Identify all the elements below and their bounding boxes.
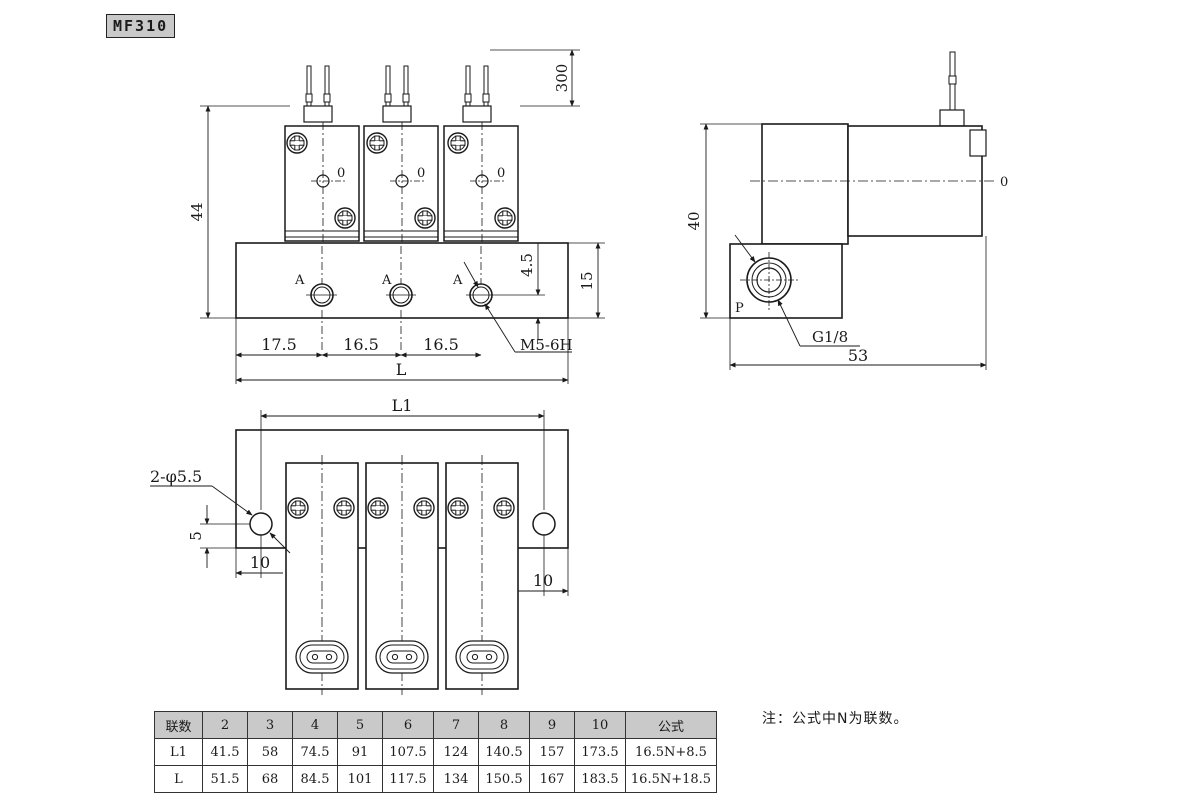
dim-pitch-3: 16.5 (423, 335, 459, 354)
table-cell: L (154, 765, 203, 793)
formula-note: 注：公式中N为联数。 (762, 711, 909, 727)
table-header-cell: 10 (574, 711, 626, 739)
table-header-row: 联数 2 3 4 5 6 7 8 9 10 公式 (154, 711, 717, 739)
table-cell: 173.5 (574, 738, 626, 766)
table-header-cell: 联数 (154, 711, 203, 739)
mark-o-1: 0 (337, 166, 345, 181)
table-header-cell: 8 (478, 711, 530, 739)
table-cell: 74.5 (292, 738, 338, 766)
mark-o-3: 0 (497, 166, 505, 181)
thread-g18: G1/8 (812, 328, 848, 346)
model-tag: MF310 (106, 14, 176, 38)
table-cell: 183.5 (574, 765, 626, 793)
thread-callout: M5-6H (520, 336, 573, 354)
dim-hole-spacing: L1 (392, 396, 413, 415)
table-cell: 117.5 (382, 765, 434, 793)
mount-hole-callout: 2-φ5.5 (150, 467, 202, 486)
front-view: 300 44 15 4.5 0 0 0 A A A 17.5 16.5 16.5… (188, 49, 605, 384)
table-cell: 124 (433, 738, 479, 766)
table-header-cell: 5 (337, 711, 383, 739)
table-cell: 101 (337, 765, 383, 793)
table-cell: 167 (529, 765, 575, 793)
port-p: P (735, 301, 744, 316)
table-cell: 157 (529, 738, 575, 766)
table-row: L 51.5 68 84.5 101 117.5 134 150.5 167 1… (154, 765, 717, 793)
table-cell: 84.5 (292, 765, 338, 793)
table-header-cell: 公式 (625, 711, 717, 739)
table-header-cell: 7 (433, 711, 479, 739)
table-cell: 150.5 (478, 765, 530, 793)
dim-port-depth: 4.5 (518, 253, 536, 277)
port-a-1: A (294, 273, 305, 288)
dim-front-height: 44 (188, 202, 206, 221)
dim-depth: 53 (848, 346, 868, 365)
dim-overall-length: L (396, 360, 407, 379)
dimension-table: 联数 2 3 4 5 6 7 8 9 10 公式 L1 41.5 58 74.5… (154, 711, 717, 793)
port-a-3: A (452, 273, 463, 288)
table-header-cell: 9 (529, 711, 575, 739)
table-cell: L1 (154, 738, 203, 766)
table-cell: 140.5 (478, 738, 530, 766)
table-header-cell: 4 (292, 711, 338, 739)
table-cell: 41.5 (202, 738, 248, 766)
dim-side-height: 40 (685, 211, 703, 230)
dim-wire-length: 300 (553, 64, 571, 93)
table-header-cell: 3 (247, 711, 293, 739)
dim-pitch-1: 17.5 (261, 335, 297, 354)
table-cell: 51.5 (202, 765, 248, 793)
dim-base-height: 15 (578, 271, 596, 290)
mark-o-2: 0 (417, 166, 425, 181)
table-cell: 91 (337, 738, 383, 766)
table-cell: 107.5 (382, 738, 434, 766)
dim-pitch-2: 16.5 (343, 335, 379, 354)
table-header-cell: 2 (202, 711, 248, 739)
table-cell: 134 (433, 765, 479, 793)
top-view: L1 2-φ5.5 5 10 10 (150, 396, 569, 695)
table-cell: 68 (247, 765, 293, 793)
side-view: 40 0 P G1/8 53 (685, 51, 1008, 370)
table-row: L1 41.5 58 74.5 91 107.5 124 140.5 157 1… (154, 738, 717, 766)
table-header-cell: 6 (382, 711, 434, 739)
table-cell: 16.5N+18.5 (625, 765, 717, 793)
port-a-2: A (381, 273, 392, 288)
table-cell: 16.5N+8.5 (625, 738, 717, 766)
dim-edge-left: 10 (250, 553, 270, 572)
mark-o-side: 0 (1000, 175, 1008, 190)
dim-hole-offset: 5 (187, 531, 205, 541)
dim-edge-right: 10 (533, 571, 553, 590)
table-cell: 58 (247, 738, 293, 766)
